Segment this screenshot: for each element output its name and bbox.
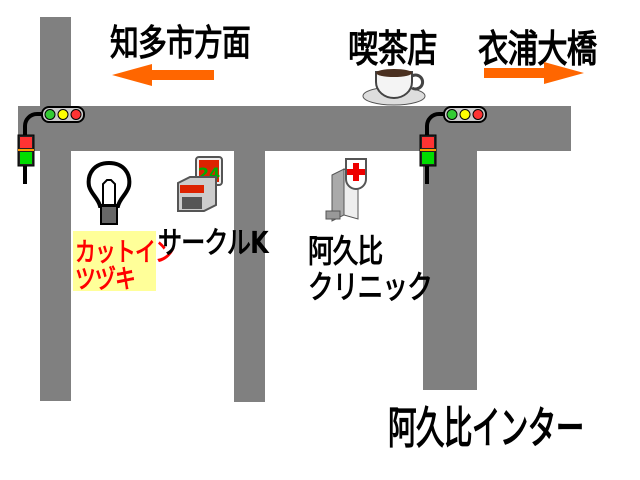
store-label: サークルK xyxy=(158,226,269,261)
hospital-icon xyxy=(325,158,367,222)
east-direction-label: 衣浦大橋 xyxy=(478,27,597,71)
arrow-right-icon xyxy=(484,62,584,84)
arrow-left-icon xyxy=(112,64,214,86)
road-middle-vertical xyxy=(234,151,265,402)
traffic-light-icon xyxy=(17,106,85,184)
convenience-store-icon: 24 xyxy=(177,156,223,212)
salon-label: カットイン ツヅキ xyxy=(73,231,176,295)
road-right-vertical xyxy=(423,151,477,390)
clinic-label-line2: クリニック xyxy=(308,268,433,306)
west-direction-label: 知多市方面 xyxy=(110,23,251,64)
interchange-label: 阿久比インター xyxy=(388,403,584,454)
cafe-label: 喫茶店 xyxy=(348,27,438,71)
coffee-cup-icon xyxy=(362,69,426,106)
road-left-vertical xyxy=(40,17,71,401)
traffic-light-icon xyxy=(419,106,487,184)
light-bulb-icon xyxy=(86,160,132,225)
clinic-label-line1: 阿久比 xyxy=(308,232,383,270)
